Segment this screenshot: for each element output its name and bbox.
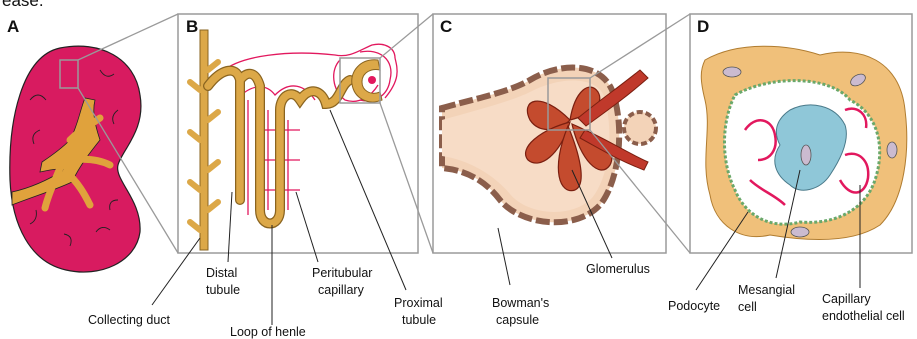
- clipped-header-text: ease.: [2, 0, 44, 9]
- label-proximal-line2: tubule: [402, 313, 436, 327]
- panel-b-nephron: [178, 14, 433, 253]
- zoom-line-a-top: [78, 14, 178, 60]
- panel-a-kidney: [10, 14, 178, 272]
- label-loop-of-henle: Loop of henle: [230, 325, 306, 339]
- podocyte-nucleus-4: [887, 142, 897, 158]
- label-capillary-line1: Capillary: [822, 292, 871, 306]
- glomerulus-small: [368, 76, 376, 84]
- label-bowmans-line2: capsule: [496, 313, 539, 327]
- label-collecting-duct: Collecting duct: [88, 313, 170, 327]
- label-distal-line1: Distal: [206, 266, 237, 280]
- label-distal-line2: tubule: [206, 283, 240, 297]
- label-podocyte: Podocyte: [668, 299, 720, 313]
- podocyte-nucleus-3: [791, 227, 809, 237]
- mesangial-nucleus: [801, 145, 811, 165]
- label-peritubular-line2: capillary: [318, 283, 364, 297]
- panel-b-frame: [178, 14, 418, 253]
- panel-d-capillary: [690, 14, 912, 253]
- panel-c-letter: C: [440, 17, 452, 37]
- podocyte-nucleus-1: [723, 67, 741, 77]
- label-mesangial-line2: cell: [738, 300, 757, 314]
- label-mesangial-line1: Mesangial: [738, 283, 795, 297]
- panel-c-corpuscle: [433, 14, 690, 253]
- leader-collecting-duct: [152, 238, 200, 305]
- label-glomerulus: Glomerulus: [586, 262, 650, 276]
- distal-tubule-section: [624, 112, 656, 144]
- label-bowmans-line1: Bowman's: [492, 296, 549, 310]
- panel-b-letter: B: [186, 17, 198, 37]
- panel-d-letter: D: [697, 17, 709, 37]
- label-capillary-line2: endothelial cell: [822, 309, 905, 323]
- label-peritubular-line1: Peritubular: [312, 266, 372, 280]
- label-proximal-line1: Proximal: [394, 296, 443, 310]
- panel-a-letter: A: [7, 17, 19, 37]
